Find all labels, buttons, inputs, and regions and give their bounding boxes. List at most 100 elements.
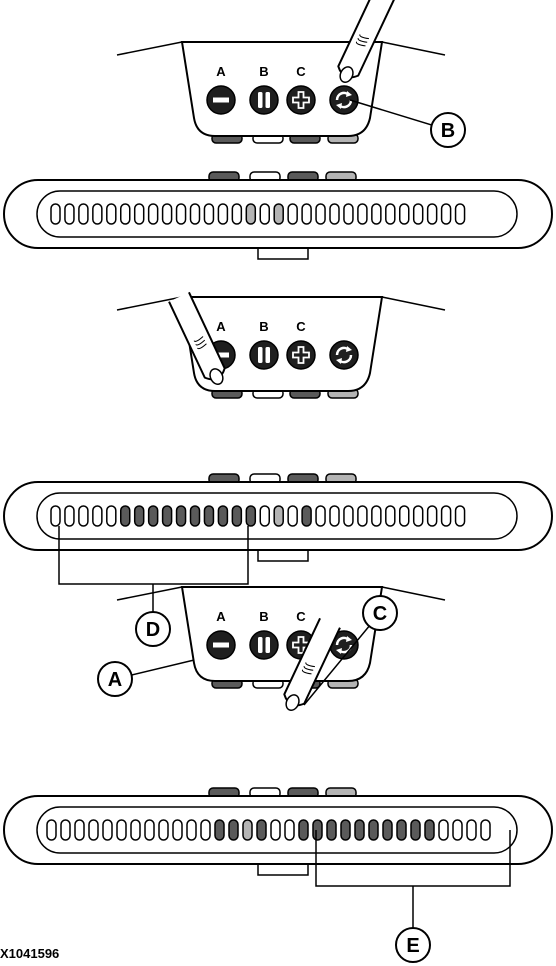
led-indicator <box>245 203 257 225</box>
minus-button[interactable] <box>206 630 236 660</box>
mount-line-right <box>381 41 446 56</box>
led-indicator <box>92 505 103 527</box>
plus-icon <box>292 91 310 109</box>
refresh-button[interactable] <box>329 630 359 660</box>
led-indicator <box>74 819 85 841</box>
led-indicator <box>438 819 449 841</box>
button-letter: B <box>259 609 268 624</box>
led-indicator <box>329 505 340 527</box>
refresh-button[interactable] <box>329 85 359 115</box>
led-indicator <box>312 819 323 841</box>
led-indicator <box>259 203 270 225</box>
control-housing <box>180 296 384 392</box>
led-indicator <box>256 819 267 841</box>
button-letter: B <box>259 64 268 79</box>
led-indicator <box>480 819 491 841</box>
led-indicator <box>200 819 211 841</box>
led-indicator <box>217 203 229 225</box>
led-indicator <box>133 203 145 225</box>
led-indicator <box>78 505 89 527</box>
mount-line-right <box>381 586 446 601</box>
plus-button[interactable] <box>286 340 316 370</box>
led-indicator <box>412 203 424 225</box>
reference-code: X1041596 <box>0 946 60 961</box>
led-indicator <box>242 819 253 841</box>
led-indicator <box>50 203 61 225</box>
led-indicator <box>144 819 155 841</box>
led-indicator <box>147 505 159 527</box>
callout-b <box>430 112 466 148</box>
pause-icon <box>258 637 270 653</box>
bracket-e <box>315 830 511 926</box>
led-indicator <box>231 203 243 225</box>
pause-button[interactable] <box>249 85 279 115</box>
led-indicator <box>120 505 131 527</box>
callout-c-label: C <box>373 603 387 625</box>
button-letter: A <box>216 609 226 624</box>
led-indicator <box>175 505 187 527</box>
led-indicator <box>340 819 351 841</box>
led-indicator <box>298 819 309 841</box>
led-indicator <box>343 505 354 527</box>
led-indicator <box>106 203 117 225</box>
led-indicator <box>343 203 354 225</box>
led-indicator <box>175 203 187 225</box>
minus-icon <box>213 642 229 648</box>
callout-e <box>395 927 431 963</box>
led-indicator <box>228 819 239 841</box>
led-indicator <box>371 203 382 225</box>
led-indicator <box>88 819 99 841</box>
led-indicator <box>92 203 103 225</box>
led-indicator <box>50 505 61 527</box>
led-indicator <box>186 819 197 841</box>
pause-icon <box>258 347 270 363</box>
minus-icon <box>213 97 229 103</box>
minus-button[interactable] <box>206 85 236 115</box>
mount-line-right <box>381 296 446 311</box>
led-indicator <box>214 819 225 841</box>
minus-icon <box>213 352 229 358</box>
finger-icon <box>283 617 341 712</box>
button-letter: C <box>296 64 306 79</box>
callout-a <box>97 661 133 697</box>
refresh-icon <box>335 91 353 109</box>
plus-button[interactable] <box>286 85 316 115</box>
led-indicator <box>354 819 365 841</box>
led-indicator <box>273 505 284 527</box>
led-indicator <box>329 203 340 225</box>
refresh-icon <box>335 636 353 654</box>
refresh-icon <box>335 346 353 364</box>
led-indicator <box>147 203 159 225</box>
led-indicator <box>426 505 438 527</box>
led-indicator <box>301 505 312 527</box>
led-indicator <box>382 819 393 841</box>
led-indicator <box>259 505 270 527</box>
led-indicator <box>133 505 145 527</box>
callout-a-label: A <box>108 669 122 691</box>
led-indicator <box>371 505 382 527</box>
led-indicator <box>64 505 75 527</box>
callout-e-label: E <box>406 935 419 957</box>
led-indicator <box>357 203 368 225</box>
finger-icon <box>168 291 226 386</box>
led-indicator <box>440 505 452 527</box>
led-indicator <box>385 203 396 225</box>
led-indicator <box>189 203 201 225</box>
pause-button[interactable] <box>249 340 279 370</box>
led-indicator <box>60 819 71 841</box>
led-indicator <box>440 203 452 225</box>
led-indicator <box>161 203 173 225</box>
mount-line-left <box>116 586 183 601</box>
led-indicator <box>287 505 298 527</box>
led-indicator <box>161 505 173 527</box>
refresh-button[interactable] <box>329 340 359 370</box>
led-indicator <box>284 819 295 841</box>
callout-c <box>362 595 398 631</box>
led-indicator <box>454 505 466 527</box>
mount-line-left <box>116 296 183 311</box>
pause-button[interactable] <box>249 630 279 660</box>
led-indicator <box>452 819 463 841</box>
led-indicator <box>116 819 127 841</box>
